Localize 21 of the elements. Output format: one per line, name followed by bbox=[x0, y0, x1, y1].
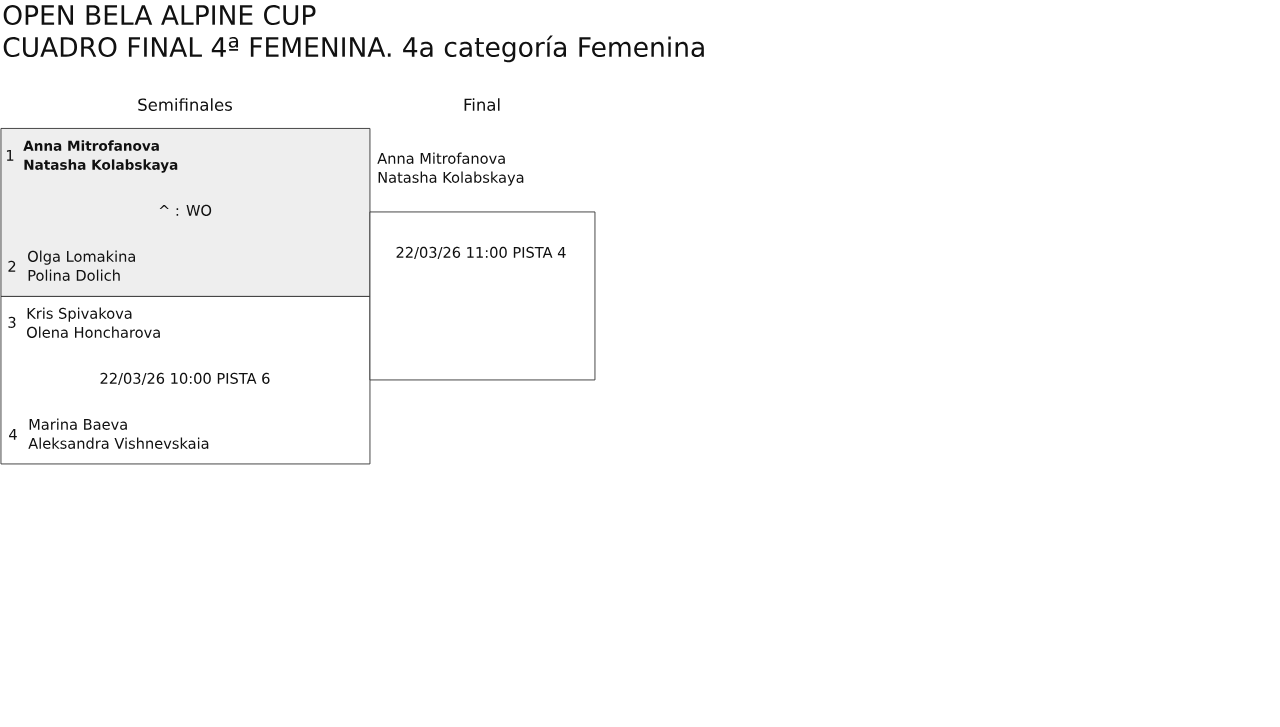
player-name: Marina Baeva bbox=[29, 418, 127, 430]
seed-number: 1 bbox=[6, 150, 14, 161]
seed-number: 4 bbox=[9, 429, 17, 440]
player-name: Anna Mitrofanova bbox=[377, 152, 505, 164]
player-name: Olena Honcharova bbox=[27, 326, 160, 338]
player-name: Anna Mitrofanova bbox=[23, 140, 159, 151]
player-name: Natasha Kolabskaya bbox=[378, 171, 524, 186]
title: OPEN BELA ALPINE CUP bbox=[3, 5, 316, 26]
match-result: ^ : WO bbox=[159, 204, 212, 216]
match-schedule: 22/03/26 10:00 PISTA 6 bbox=[100, 372, 270, 386]
match-schedule: 22/03/26 11:00 PISTA 4 bbox=[396, 246, 566, 260]
seed-number: 3 bbox=[8, 316, 16, 328]
seed-number: 2 bbox=[8, 260, 16, 272]
player-name: Kris Spivakova bbox=[27, 307, 132, 322]
subtitle: CUADRO FINAL 4ª FEMENINA. 4a categoría Femenina bbox=[3, 35, 704, 63]
player-name: Natasha Kolabskaya bbox=[24, 159, 178, 173]
player-name: Aleksandra Vishnevskaia bbox=[28, 437, 209, 449]
player-name: Olga Lomakina bbox=[28, 250, 135, 265]
column-heading: Final bbox=[464, 98, 500, 111]
player-name: Polina Dolich bbox=[28, 269, 120, 281]
column-heading: Semifinales bbox=[138, 98, 232, 111]
